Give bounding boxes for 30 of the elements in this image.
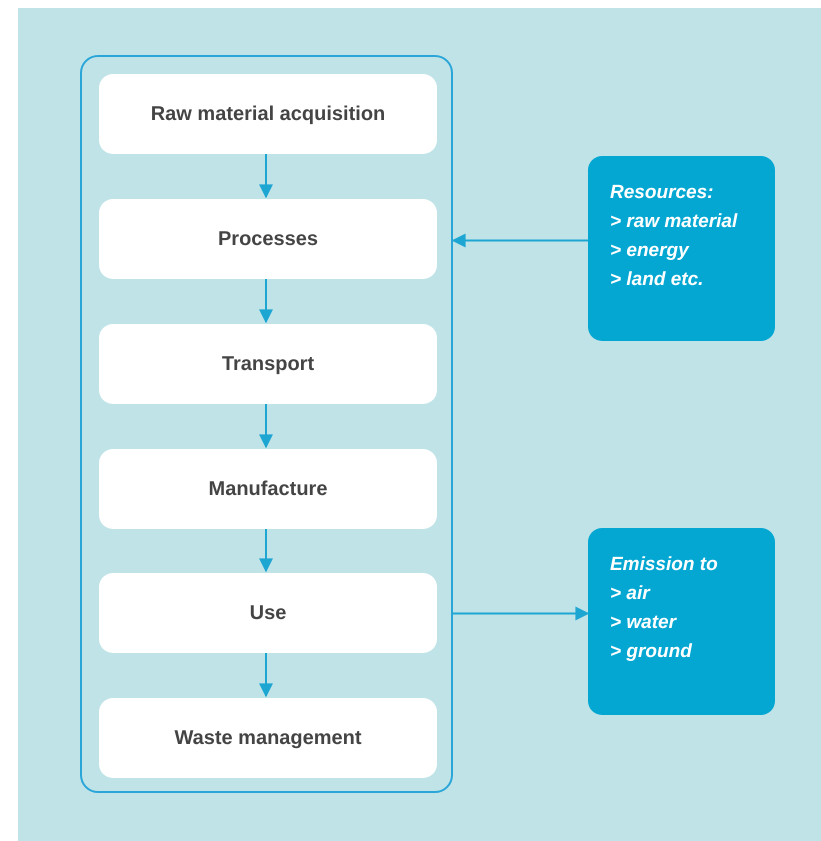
- arrow: [259, 402, 273, 448]
- info-box: [588, 528, 775, 715]
- stage-frame: [80, 55, 453, 793]
- list-item: > energy: [610, 239, 690, 263]
- stage-label: Manufacture: [208, 478, 328, 500]
- box-heading: Emission to: [610, 553, 719, 577]
- list-item: > air: [610, 582, 652, 606]
- stage-label: Processes: [218, 228, 318, 250]
- list-item: > ground: [610, 640, 694, 664]
- list-item: > raw material: [610, 210, 738, 234]
- stage-box: [99, 573, 437, 653]
- stage-label: Transport: [222, 352, 314, 376]
- stage-box: [99, 449, 437, 529]
- info-box: [588, 156, 775, 341]
- arrow: [452, 234, 588, 248]
- stage-box: [99, 698, 437, 778]
- stage-box: [99, 199, 437, 279]
- stage-label: Raw material acquisition: [150, 102, 386, 126]
- arrow: [259, 527, 273, 572]
- arrow: [259, 651, 273, 698]
- arrow: [453, 606, 590, 620]
- stage-box: [99, 324, 437, 404]
- stage-label: Waste management: [174, 726, 362, 750]
- list-item: > land etc.: [610, 268, 704, 292]
- arrow: [259, 277, 273, 324]
- stage-box: [99, 74, 437, 154]
- list-item: > water: [610, 611, 678, 635]
- stage-label: Use: [250, 602, 286, 624]
- arrow: [259, 152, 273, 198]
- box-heading: Resources:: [610, 181, 714, 205]
